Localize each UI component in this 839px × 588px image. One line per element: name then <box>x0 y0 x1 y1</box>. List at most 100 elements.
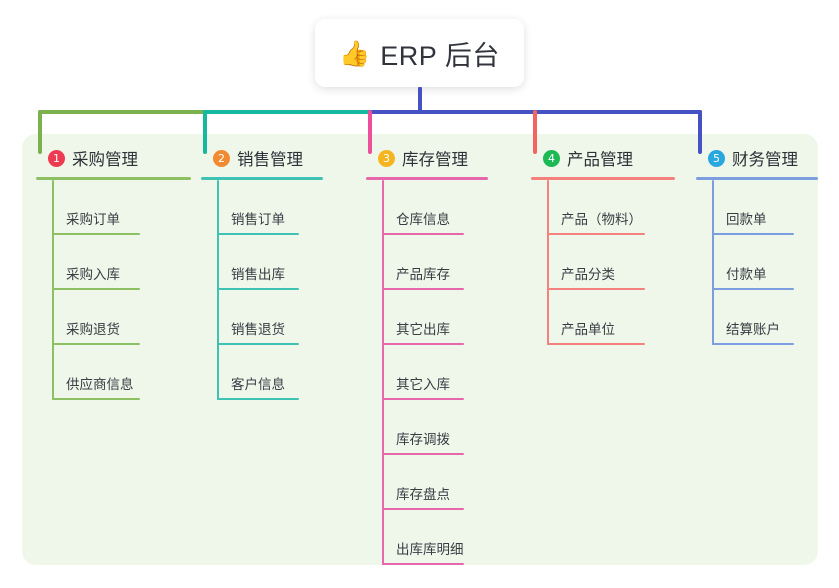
branch-item[interactable]: 付款单 <box>712 235 818 290</box>
branch-title: 产品管理 <box>567 151 633 169</box>
branch-header-2[interactable]: 2 销售管理 <box>201 146 323 170</box>
branch-item-rule <box>712 288 794 290</box>
branch-item[interactable]: 仓库信息 <box>382 180 488 235</box>
branch-item-rule <box>52 343 140 345</box>
thumbs-up-icon: 👍 <box>339 38 371 68</box>
branch-column-1: 1 采购管理采购订单采购入库采购退货供应商信息 <box>36 146 191 400</box>
branch-title: 采购管理 <box>72 151 138 169</box>
branch-item-rule <box>382 288 464 290</box>
branch-column-2: 2 销售管理销售订单销售出库销售退货客户信息 <box>201 146 323 400</box>
diagram-panel-background <box>22 134 818 565</box>
branch-column-4: 4 产品管理产品（物料） 产品分类产品单位 <box>531 146 675 345</box>
branch-number-badge: 4 <box>543 149 560 167</box>
branch-item-label: 采购退货 <box>66 322 120 337</box>
branch-item-label: 产品（物料） <box>561 212 642 227</box>
branch-items: 销售订单销售出库销售退货客户信息 <box>201 180 323 400</box>
branch-items: 采购订单采购入库采购退货供应商信息 <box>36 180 191 400</box>
branch-item[interactable]: 结算账户 <box>712 290 818 345</box>
branch-item-label: 其它出库 <box>396 322 450 337</box>
branch-item-rule <box>382 508 464 510</box>
branch-item-rule <box>712 343 794 345</box>
branch-item-label: 付款单 <box>726 267 767 282</box>
branch-item-rule <box>52 233 140 235</box>
branch-item[interactable]: 库存盘点 <box>382 455 488 510</box>
branch-item-label: 销售出库 <box>231 267 285 282</box>
branch-item[interactable]: 采购入库 <box>52 235 191 290</box>
root-stem-connector <box>418 87 422 112</box>
branch-title: 销售管理 <box>237 151 303 169</box>
bus-segment-2 <box>203 110 372 114</box>
branch-item-rule <box>217 288 299 290</box>
branch-item[interactable]: 出库库明细 <box>382 510 488 565</box>
drop-connector-1 <box>38 110 42 154</box>
branch-item-rule <box>382 233 464 235</box>
branch-item-rule <box>382 398 464 400</box>
branch-spine <box>217 180 219 400</box>
branch-item-label: 库存调拨 <box>396 432 450 447</box>
branch-item-rule <box>217 233 299 235</box>
branch-item-rule <box>52 398 140 400</box>
branch-item[interactable]: 销售出库 <box>217 235 323 290</box>
branch-item[interactable]: 采购订单 <box>52 180 191 235</box>
branch-column-3: 3 库存管理仓库信息产品库存其它出库其它入库库存调拨库存盘点出库库明细 <box>366 146 488 565</box>
branch-item-label: 其它入库 <box>396 377 450 392</box>
branch-item-rule <box>52 288 140 290</box>
branch-item[interactable]: 产品库存 <box>382 235 488 290</box>
branch-header-4[interactable]: 4 产品管理 <box>531 146 675 170</box>
branch-item-label: 产品单位 <box>561 322 615 337</box>
branch-spine <box>382 180 384 565</box>
branch-item-label: 产品分类 <box>561 267 615 282</box>
branch-column-5: 5 财务管理回款单付款单结算账户 <box>696 146 818 345</box>
branch-item-label: 客户信息 <box>231 377 285 392</box>
branch-item[interactable]: 产品（物料） <box>547 180 675 235</box>
branch-item-label: 库存盘点 <box>396 487 450 502</box>
branch-item-label: 产品库存 <box>396 267 450 282</box>
branch-item[interactable]: 产品单位 <box>547 290 675 345</box>
branch-item-rule <box>547 343 645 345</box>
branch-item[interactable]: 供应商信息 <box>52 345 191 400</box>
branch-header-3[interactable]: 3 库存管理 <box>366 146 488 170</box>
branch-item-rule <box>217 398 299 400</box>
branch-items: 产品（物料） 产品分类产品单位 <box>531 180 675 345</box>
branch-item-rule <box>217 343 299 345</box>
drop-connector-5 <box>698 110 702 154</box>
branch-item[interactable]: 回款单 <box>712 180 818 235</box>
branch-item-rule <box>712 233 794 235</box>
drop-connector-2 <box>203 110 207 154</box>
branch-number-badge: 5 <box>708 149 725 167</box>
drop-connector-3 <box>368 110 372 154</box>
branch-underline <box>696 177 818 180</box>
branch-item-label: 采购订单 <box>66 212 120 227</box>
branch-item-label: 销售退货 <box>231 322 285 337</box>
branch-header-5[interactable]: 5 财务管理 <box>696 146 818 170</box>
branch-item[interactable]: 其它入库 <box>382 345 488 400</box>
branch-underline <box>366 177 488 180</box>
branch-underline <box>201 177 323 180</box>
branch-item[interactable]: 客户信息 <box>217 345 323 400</box>
branch-number-badge: 1 <box>48 149 65 167</box>
branch-item[interactable]: 其它出库 <box>382 290 488 345</box>
branch-item[interactable]: 销售订单 <box>217 180 323 235</box>
branch-item-rule <box>382 563 464 565</box>
branch-item-label: 结算账户 <box>726 322 780 337</box>
branch-item[interactable]: 销售退货 <box>217 290 323 345</box>
branch-number-badge: 3 <box>378 149 395 167</box>
branch-item[interactable]: 采购退货 <box>52 290 191 345</box>
branch-title: 库存管理 <box>402 151 468 169</box>
branch-item[interactable]: 库存调拨 <box>382 400 488 455</box>
branch-number-badge: 2 <box>213 149 230 167</box>
branch-underline <box>36 177 191 180</box>
branch-spine <box>52 180 54 400</box>
branch-item[interactable]: 产品分类 <box>547 235 675 290</box>
branch-header-1[interactable]: 1 采购管理 <box>36 146 191 170</box>
branch-item-rule <box>547 233 645 235</box>
branch-item-label: 回款单 <box>726 212 767 227</box>
branch-title: 财务管理 <box>732 151 798 169</box>
branch-spine <box>547 180 549 345</box>
root-node-erp-backend[interactable]: 👍 ERP 后台 <box>315 19 524 87</box>
root-node-title: ERP 后台 <box>380 40 500 71</box>
branch-items: 回款单付款单结算账户 <box>696 180 818 345</box>
branch-items: 仓库信息产品库存其它出库其它入库库存调拨库存盘点出库库明细 <box>366 180 488 565</box>
branch-item-rule <box>547 288 645 290</box>
